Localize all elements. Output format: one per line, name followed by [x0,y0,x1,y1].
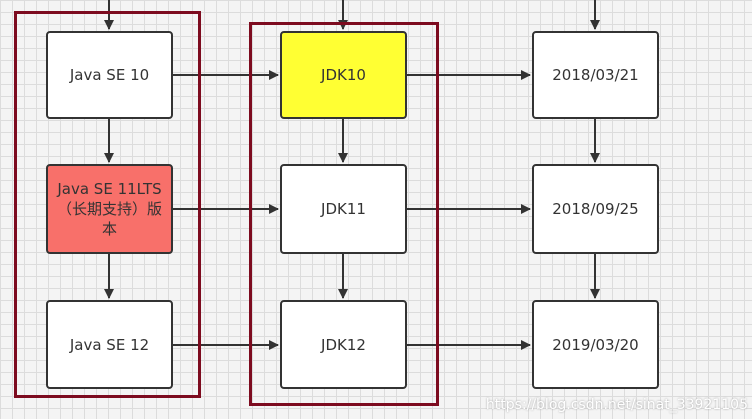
node-jdk12[interactable]: JDK12 [280,300,407,389]
node-label: JDK11 [321,200,366,218]
node-label: 2018/09/25 [552,200,639,218]
node-label: 2018/03/21 [552,66,639,84]
node-label: JDK10 [321,66,366,84]
node-label: Java SE 10 [69,66,150,84]
node-date-2019-03-20[interactable]: 2019/03/20 [532,300,659,389]
node-date-2018-03-21[interactable]: 2018/03/21 [532,31,659,119]
versions-group-frame [14,11,201,398]
node-label: 2019/03/20 [552,335,639,354]
node-date-2018-09-25[interactable]: 2018/09/25 [532,164,659,254]
jdk-group-frame [249,22,439,406]
node-label: JDK12 [321,335,366,354]
node-jdk10[interactable]: JDK10 [280,31,407,119]
node-label: Java SE 12 [69,335,150,354]
node-java-se-11-lts[interactable]: Java SE 11LTS（长期支持）版本 [46,164,173,254]
node-jdk11[interactable]: JDK11 [280,164,407,254]
watermark-url: https://blog.csdn.net/sinat_33921105 [485,397,748,413]
node-java-se-12[interactable]: Java SE 12 [46,300,173,389]
node-java-se-10[interactable]: Java SE 10 [46,31,173,119]
node-label: Java SE 11LTS（长期支持）版本 [56,180,162,238]
